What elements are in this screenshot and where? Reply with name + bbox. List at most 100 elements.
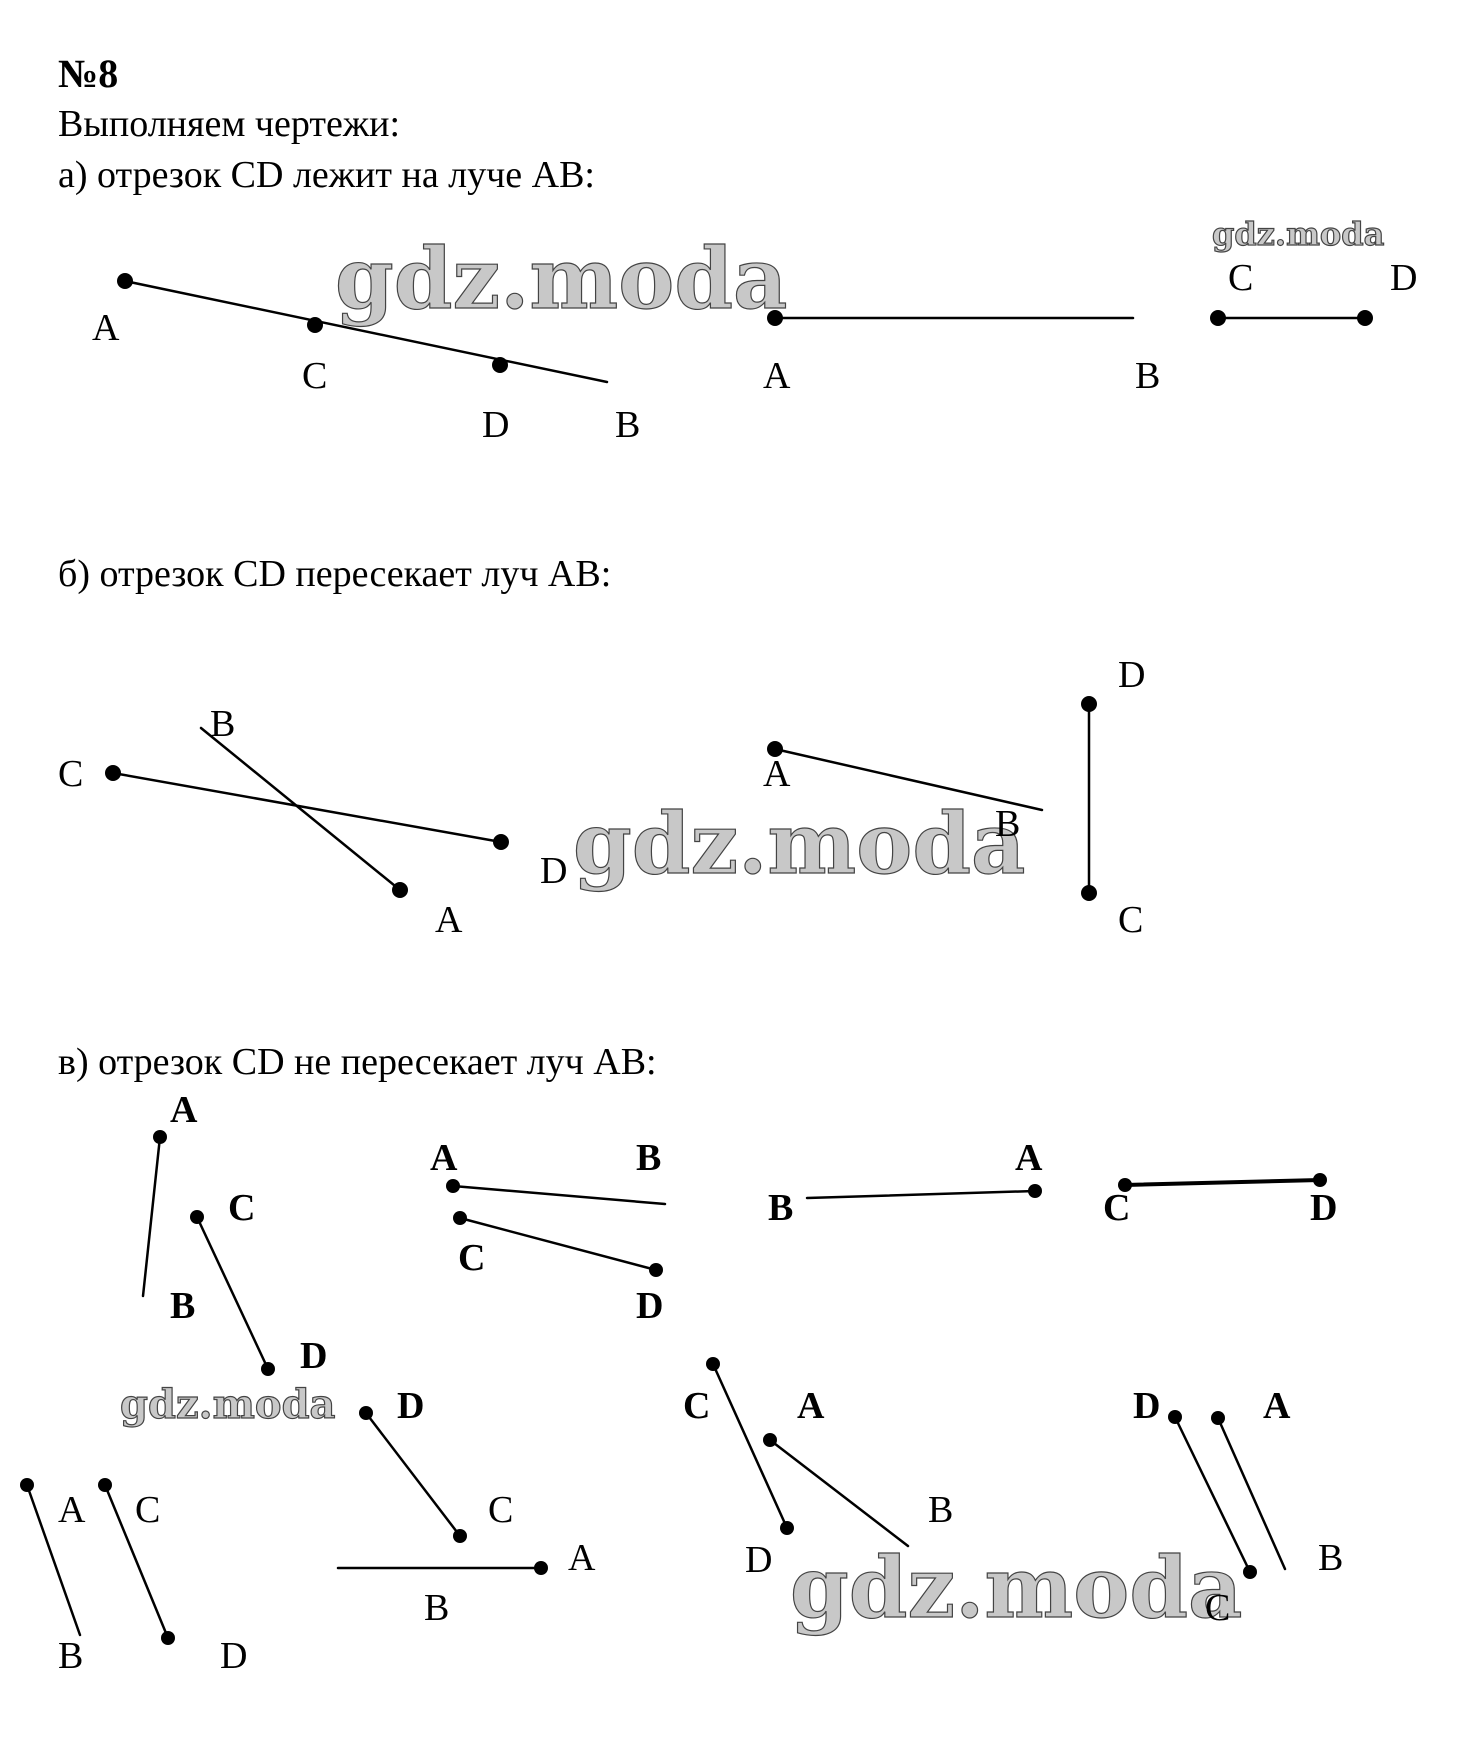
point-a bbox=[446, 1179, 460, 1193]
label-a: A bbox=[430, 1137, 458, 1179]
label-a: A bbox=[763, 355, 791, 397]
figure-c-3: A B C D bbox=[768, 1137, 1337, 1229]
label-a: A bbox=[92, 307, 120, 349]
point-c bbox=[105, 765, 121, 781]
section-c-heading: в) отрезок CD не пересекает луч AB: bbox=[58, 1041, 657, 1083]
label-a: A bbox=[1015, 1137, 1043, 1179]
label-b: B bbox=[995, 803, 1020, 845]
problem-number: №8 bbox=[58, 51, 119, 96]
label-b: B bbox=[615, 404, 640, 446]
section-b-heading: б) отрезок CD пересекает луч AB: bbox=[58, 553, 612, 595]
label-c: C bbox=[135, 1489, 160, 1531]
point-a bbox=[153, 1130, 167, 1144]
label-b: B bbox=[1318, 1537, 1343, 1579]
point-d bbox=[161, 1631, 175, 1645]
label-d: D bbox=[745, 1539, 772, 1581]
label-a: A bbox=[170, 1089, 198, 1131]
label-b: B bbox=[928, 1489, 953, 1531]
label-d: D bbox=[636, 1285, 663, 1327]
figure-b-1: C B A D bbox=[58, 703, 567, 941]
point-d bbox=[261, 1362, 275, 1376]
label-d: D bbox=[482, 404, 509, 446]
label-a: A bbox=[568, 1537, 596, 1579]
ray-ab bbox=[768, 1438, 910, 1548]
label-a: A bbox=[797, 1385, 825, 1427]
point-d bbox=[1168, 1410, 1182, 1424]
label-b: B bbox=[210, 703, 235, 745]
ray-ab bbox=[25, 1483, 82, 1637]
point-a bbox=[1211, 1411, 1225, 1425]
watermark: gdz.moda bbox=[573, 794, 1025, 893]
label-b: B bbox=[58, 1635, 83, 1677]
point-a bbox=[20, 1478, 34, 1492]
point-c bbox=[98, 1478, 112, 1492]
label-c: C bbox=[1205, 1587, 1230, 1629]
label-d: D bbox=[300, 1335, 327, 1377]
point-a bbox=[534, 1561, 548, 1575]
figure-c-7: D C A B bbox=[1133, 1385, 1343, 1629]
point-c bbox=[1118, 1178, 1132, 1192]
figure-c-4: A B C D bbox=[20, 1478, 247, 1677]
point-a bbox=[1028, 1184, 1042, 1198]
segment-cd bbox=[364, 1411, 462, 1538]
ray-ab bbox=[451, 1184, 667, 1206]
point-d bbox=[493, 834, 509, 850]
ray-ab bbox=[1216, 1416, 1287, 1571]
point-a bbox=[117, 273, 133, 289]
figure-a-2: A B C D bbox=[763, 257, 1417, 397]
point-c bbox=[307, 317, 323, 333]
point-c bbox=[190, 1210, 204, 1224]
point-d bbox=[1357, 310, 1373, 326]
label-b: B bbox=[768, 1187, 793, 1229]
label-a: A bbox=[435, 899, 463, 941]
label-c: C bbox=[228, 1187, 255, 1229]
label-d: D bbox=[1118, 654, 1145, 696]
point-c bbox=[706, 1357, 720, 1371]
point-c bbox=[1081, 885, 1097, 901]
label-d: D bbox=[540, 850, 567, 892]
label-a: A bbox=[763, 753, 791, 795]
label-c: C bbox=[1228, 257, 1253, 299]
label-d: D bbox=[1133, 1385, 1160, 1427]
point-d bbox=[359, 1406, 373, 1420]
segment-cd bbox=[103, 1483, 170, 1640]
figure-c-6: C D A B bbox=[683, 1357, 953, 1581]
point-c bbox=[453, 1211, 467, 1225]
label-a: A bbox=[58, 1489, 86, 1531]
label-d: D bbox=[220, 1635, 247, 1677]
segment-cd bbox=[1123, 1178, 1322, 1187]
label-d: D bbox=[397, 1385, 424, 1427]
section-a-heading: а) отрезок CD лежит на луче AB: bbox=[58, 154, 595, 196]
label-c: C bbox=[1118, 899, 1143, 941]
label-c: C bbox=[58, 753, 83, 795]
point-d bbox=[492, 357, 508, 373]
label-b: B bbox=[636, 1137, 661, 1179]
point-d bbox=[1313, 1173, 1327, 1187]
label-d: D bbox=[1390, 257, 1417, 299]
point-c bbox=[1210, 310, 1226, 326]
point-a bbox=[392, 882, 408, 898]
label-b: B bbox=[424, 1587, 449, 1629]
watermark: gdz.moda bbox=[120, 1381, 335, 1428]
label-c: C bbox=[1103, 1187, 1130, 1229]
point-d bbox=[649, 1263, 663, 1277]
point-d bbox=[1081, 696, 1097, 712]
label-d: D bbox=[1310, 1187, 1337, 1229]
label-c: C bbox=[683, 1385, 710, 1427]
label-c: C bbox=[488, 1489, 513, 1531]
watermark: gdz.moda bbox=[335, 229, 787, 328]
point-c bbox=[453, 1529, 467, 1543]
ray-ab bbox=[199, 726, 402, 892]
figure-a-1: A C D B bbox=[92, 273, 640, 446]
ray-ab bbox=[141, 1135, 162, 1298]
label-a: A bbox=[1263, 1385, 1291, 1427]
point-c bbox=[1243, 1565, 1257, 1579]
figure-c-5: D C A B bbox=[336, 1385, 596, 1629]
point-d bbox=[780, 1521, 794, 1535]
label-c: C bbox=[458, 1237, 485, 1279]
segment-cd bbox=[195, 1215, 270, 1371]
ray-ab bbox=[805, 1189, 1037, 1200]
figure-c-2: A B C D bbox=[430, 1137, 667, 1327]
point-a bbox=[763, 1433, 777, 1447]
